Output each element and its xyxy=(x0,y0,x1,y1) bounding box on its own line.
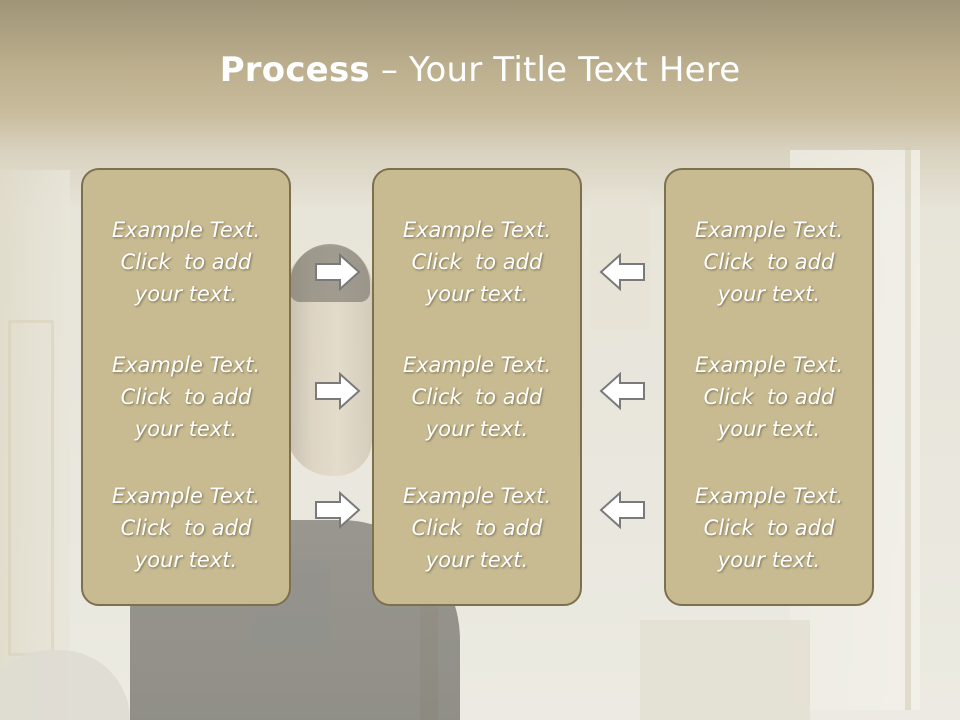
process-box-left[interactable]: Example Text. Click to add your text. Ex… xyxy=(81,168,291,606)
text-placeholder[interactable]: Example Text. Click to add your text. xyxy=(666,480,872,576)
text-line: Example Text. xyxy=(402,353,552,377)
text-line: your text. xyxy=(425,417,529,441)
text-line: Example Text. xyxy=(111,353,261,377)
text-line: your text. xyxy=(717,417,821,441)
right-arrow-icon xyxy=(314,371,362,411)
left-arrow-icon xyxy=(598,490,646,530)
text-line: your text. xyxy=(134,548,238,572)
text-line: your text. xyxy=(717,282,821,306)
text-line: Click to add xyxy=(120,385,252,409)
text-line: Click to add xyxy=(703,385,835,409)
text-line: Example Text. xyxy=(694,484,844,508)
text-line: Click to add xyxy=(411,516,543,540)
background-window xyxy=(0,170,70,720)
text-line: Click to add xyxy=(411,385,543,409)
text-line: Click to add xyxy=(703,516,835,540)
text-line: Example Text. xyxy=(111,218,261,242)
text-line: Example Text. xyxy=(694,353,844,377)
left-arrow-icon xyxy=(598,252,646,292)
text-line: your text. xyxy=(134,282,238,306)
title-rest: – Your Title Text Here xyxy=(369,50,741,90)
text-placeholder[interactable]: Example Text. Click to add your text. xyxy=(666,214,872,310)
title-bold: Process xyxy=(219,50,370,90)
text-line: your text. xyxy=(717,548,821,572)
text-placeholder[interactable]: Example Text. Click to add your text. xyxy=(374,214,580,310)
process-box-center[interactable]: Example Text. Click to add your text. Ex… xyxy=(372,168,582,606)
text-placeholder[interactable]: Example Text. Click to add your text. xyxy=(666,349,872,445)
process-box-right[interactable]: Example Text. Click to add your text. Ex… xyxy=(664,168,874,606)
text-placeholder[interactable]: Example Text. Click to add your text. xyxy=(83,349,289,445)
background-door-edge xyxy=(905,140,911,710)
slide-title[interactable]: Process – Your Title Text Here xyxy=(0,50,960,90)
text-line: Example Text. xyxy=(402,484,552,508)
text-line: your text. xyxy=(134,417,238,441)
right-arrow-icon xyxy=(314,490,362,530)
text-line: Example Text. xyxy=(111,484,261,508)
text-line: Example Text. xyxy=(402,218,552,242)
right-arrow-icon xyxy=(314,252,362,292)
text-line: Click to add xyxy=(120,516,252,540)
background-panel xyxy=(640,620,810,720)
text-line: your text. xyxy=(425,282,529,306)
text-line: Click to add xyxy=(411,250,543,274)
left-arrow-icon xyxy=(598,371,646,411)
text-line: Click to add xyxy=(703,250,835,274)
text-line: Example Text. xyxy=(694,218,844,242)
text-placeholder[interactable]: Example Text. Click to add your text. xyxy=(374,480,580,576)
text-placeholder[interactable]: Example Text. Click to add your text. xyxy=(83,480,289,576)
text-line: Click to add xyxy=(120,250,252,274)
text-placeholder[interactable]: Example Text. Click to add your text. xyxy=(83,214,289,310)
text-placeholder[interactable]: Example Text. Click to add your text. xyxy=(374,349,580,445)
text-line: your text. xyxy=(425,548,529,572)
